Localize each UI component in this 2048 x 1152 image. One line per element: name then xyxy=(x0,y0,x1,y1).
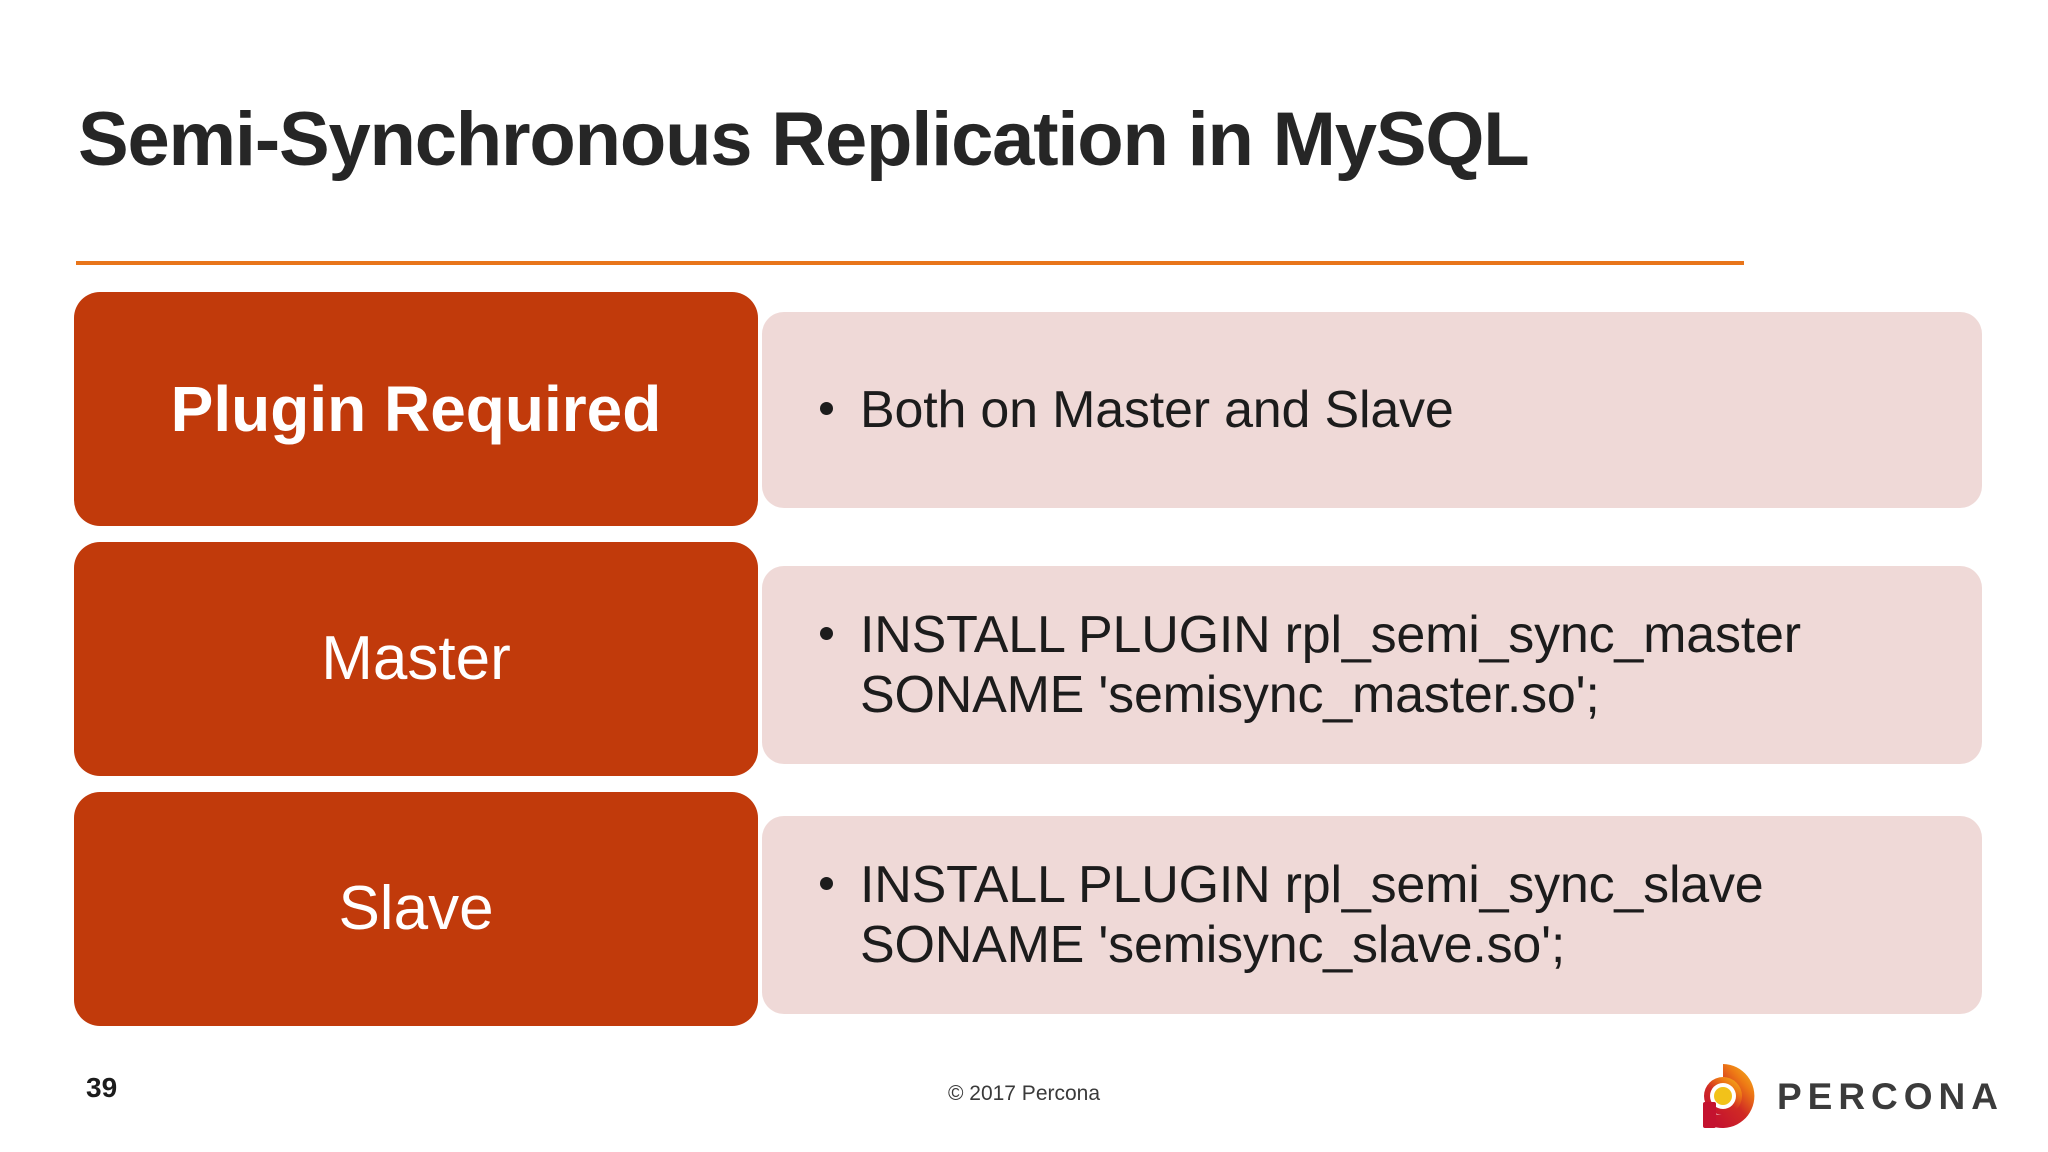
bullet-dot-icon xyxy=(820,626,833,640)
title-divider-rule xyxy=(76,261,1744,265)
row-label-box-master[interactable]: Master xyxy=(74,542,758,776)
table-row: Slave INSTALL PLUGIN rpl_semi_sync_slave… xyxy=(0,792,2048,1026)
bullet-list: INSTALL PLUGIN rpl_semi_sync_master SONA… xyxy=(762,605,1982,726)
bullet-line-1: Both on Master and Slave xyxy=(860,380,1454,439)
list-item: Both on Master and Slave xyxy=(816,380,1936,440)
page-title: Semi-Synchronous Replication in MySQL xyxy=(78,97,1530,182)
list-item: INSTALL PLUGIN rpl_semi_sync_slave SONAM… xyxy=(816,855,1936,976)
percona-p-circle-icon xyxy=(1689,1062,1757,1130)
row-label-text: Master xyxy=(321,623,511,693)
table-row: Master INSTALL PLUGIN rpl_semi_sync_mast… xyxy=(0,542,2048,776)
bullet-line-2: SONAME 'semisync_master.so'; xyxy=(860,666,1600,724)
row-label-text: Slave xyxy=(338,873,494,943)
bullet-line-1: INSTALL PLUGIN rpl_semi_sync_master xyxy=(860,605,1801,664)
list-item: INSTALL PLUGIN rpl_semi_sync_master SONA… xyxy=(816,605,1936,726)
row-content-panel: INSTALL PLUGIN rpl_semi_sync_master SONA… xyxy=(762,566,1982,764)
bullet-dot-icon xyxy=(820,401,833,415)
row-content-panel: Both on Master and Slave xyxy=(762,312,1982,508)
row-content-panel: INSTALL PLUGIN rpl_semi_sync_slave SONAM… xyxy=(762,816,1982,1014)
table-row: Plugin Required Both on Master and Slave xyxy=(0,292,2048,526)
bullet-dot-icon xyxy=(820,876,833,890)
bullet-list: INSTALL PLUGIN rpl_semi_sync_slave SONAM… xyxy=(762,855,1982,976)
row-label-box-slave[interactable]: Slave xyxy=(74,792,758,1026)
copyright-notice: © 2017 Percona xyxy=(947,1082,1101,1105)
bullet-list: Both on Master and Slave xyxy=(762,380,1982,440)
row-label-box-plugin-required[interactable]: Plugin Required xyxy=(74,292,758,526)
bullet-line-2: SONAME 'semisync_slave.so'; xyxy=(860,916,1566,974)
percona-logo: PERCONA xyxy=(1689,1062,2004,1130)
percona-wordmark: PERCONA xyxy=(1776,1075,2004,1117)
page-number: 39 xyxy=(86,1072,118,1103)
bullet-line-1: INSTALL PLUGIN rpl_semi_sync_slave xyxy=(860,855,1764,914)
row-label-text: Plugin Required xyxy=(170,372,662,445)
